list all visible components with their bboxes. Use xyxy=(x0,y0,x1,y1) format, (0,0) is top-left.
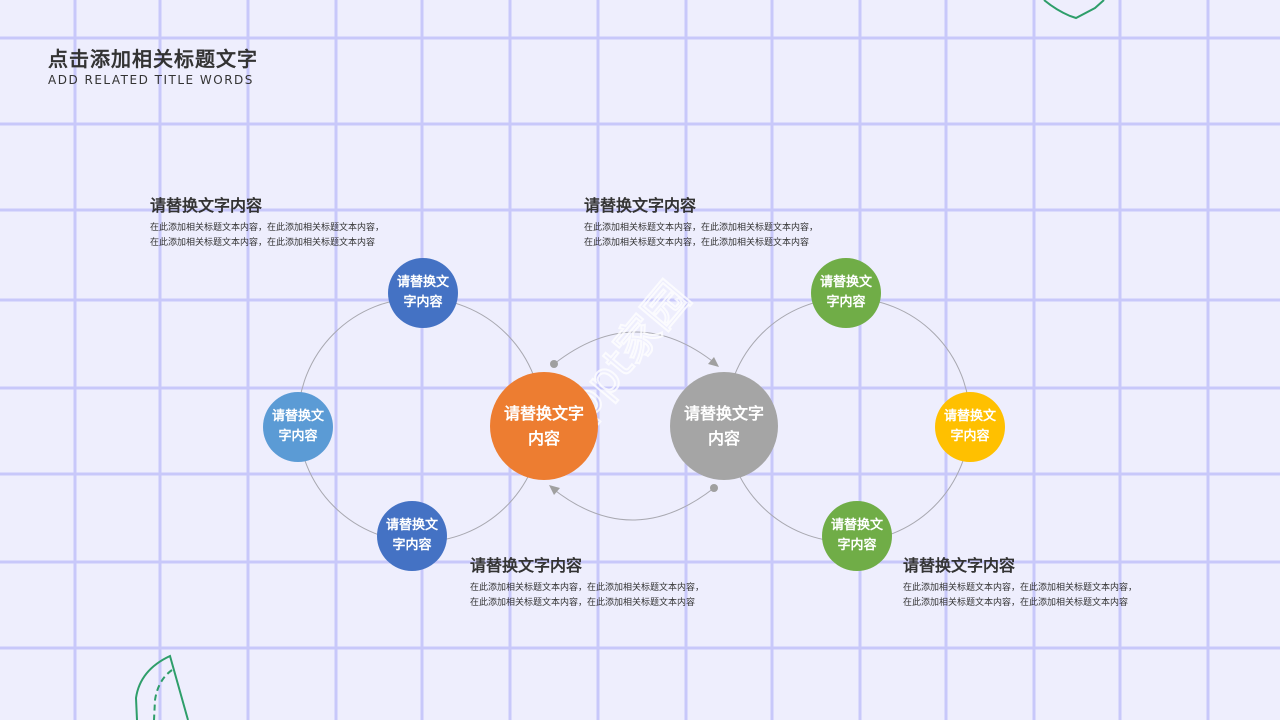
decor-shape-top xyxy=(1043,0,1105,20)
top-arc-arrowhead xyxy=(708,357,719,367)
block-body: 在此添加相关标题文本内容，在此添加相关标题文本内容，在此添加相关标题文本内容，在… xyxy=(903,583,1138,608)
node-right-bottom: 请替换文字内容 xyxy=(822,501,892,571)
hub-right: 请替换文字内容 xyxy=(670,372,778,480)
text-block-top-left: 请替换文字内容 在此添加相关标题文本内容，在此添加相关标题文本内容，在此添加相关… xyxy=(150,192,390,251)
node-left-mid: 请替换文字内容 xyxy=(263,392,333,462)
node-right-mid: 请替换文字内容 xyxy=(935,392,1005,462)
bottom-arc-arrowhead xyxy=(549,485,560,495)
page-title: 点击添加相关标题文字 xyxy=(48,47,258,71)
block-body: 在此添加相关标题文本内容，在此添加相关标题文本内容，在此添加相关标题文本内容，在… xyxy=(584,223,819,248)
block-heading: 请替换文字内容 xyxy=(470,556,583,575)
node-left-bottom: 请替换文字内容 xyxy=(377,501,447,571)
bottom-arc-arrow xyxy=(551,487,715,521)
page-subtitle: ADD RELATED TITLE WORDS xyxy=(48,73,254,87)
block-body: 在此添加相关标题文本内容，在此添加相关标题文本内容，在此添加相关标题文本内容，在… xyxy=(470,583,705,608)
node-right-top: 请替换文字内容 xyxy=(811,258,881,328)
top-arc-dot xyxy=(550,360,558,368)
node-left-top: 请替换文字内容 xyxy=(388,258,458,328)
block-heading: 请替换文字内容 xyxy=(150,196,263,215)
block-heading: 请替换文字内容 xyxy=(903,556,1016,575)
text-block-bottom-center: 请替换文字内容 在此添加相关标题文本内容，在此添加相关标题文本内容，在此添加相关… xyxy=(470,552,710,611)
block-heading: 请替换文字内容 xyxy=(584,196,697,215)
bottom-arc-dot xyxy=(710,484,718,492)
text-block-bottom-right: 请替换文字内容 在此添加相关标题文本内容，在此添加相关标题文本内容，在此添加相关… xyxy=(903,552,1143,611)
hub-left: 请替换文字内容 xyxy=(490,372,598,480)
block-body: 在此添加相关标题文本内容，在此添加相关标题文本内容，在此添加相关标题文本内容，在… xyxy=(150,223,385,248)
top-arc-arrow xyxy=(553,331,717,365)
decor-shape-bottom xyxy=(134,654,189,720)
text-block-top-center: 请替换文字内容 在此添加相关标题文本内容，在此添加相关标题文本内容，在此添加相关… xyxy=(584,192,824,251)
